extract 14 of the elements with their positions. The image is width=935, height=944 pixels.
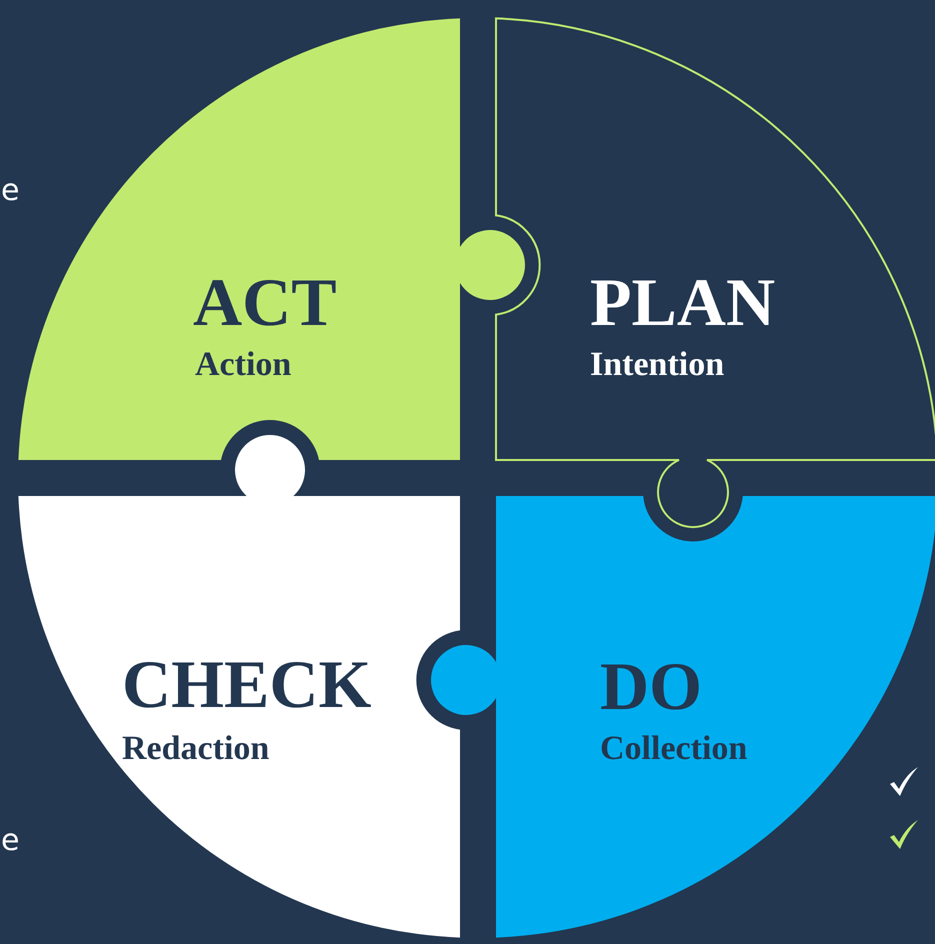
stage-subtitle: Action <box>195 348 292 382</box>
stage-title: ACT <box>193 268 337 336</box>
puzzle-piece <box>18 435 461 938</box>
stage-subtitle: Collection <box>600 732 748 766</box>
text-fragment: e <box>1 826 20 856</box>
text-fragment: e <box>1 176 20 206</box>
stage-subtitle: Intention <box>590 348 724 382</box>
puzzle-piece <box>18 18 526 461</box>
stage-title: PLAN <box>590 268 776 336</box>
puzzle-piece <box>496 18 935 528</box>
puzzle-piece <box>431 496 935 938</box>
stage-title: DO <box>600 652 702 720</box>
stage-subtitle: Redaction <box>122 732 270 766</box>
stage-title: CHECK <box>122 650 372 718</box>
